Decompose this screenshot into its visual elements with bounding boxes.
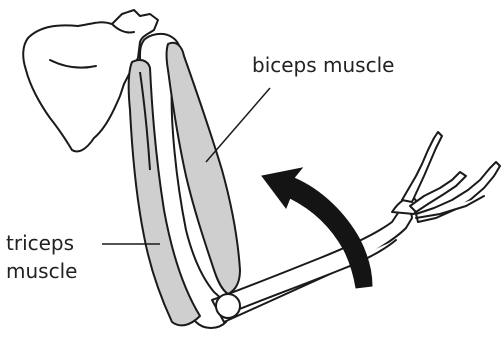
triceps-label-line1: triceps: [6, 231, 74, 255]
triceps-label-line2: muscle: [6, 259, 77, 283]
biceps-leader-line: [206, 88, 270, 162]
forearm-bones: [212, 209, 412, 322]
biceps-label: biceps muscle: [252, 53, 394, 77]
hand-bones: [392, 132, 500, 222]
